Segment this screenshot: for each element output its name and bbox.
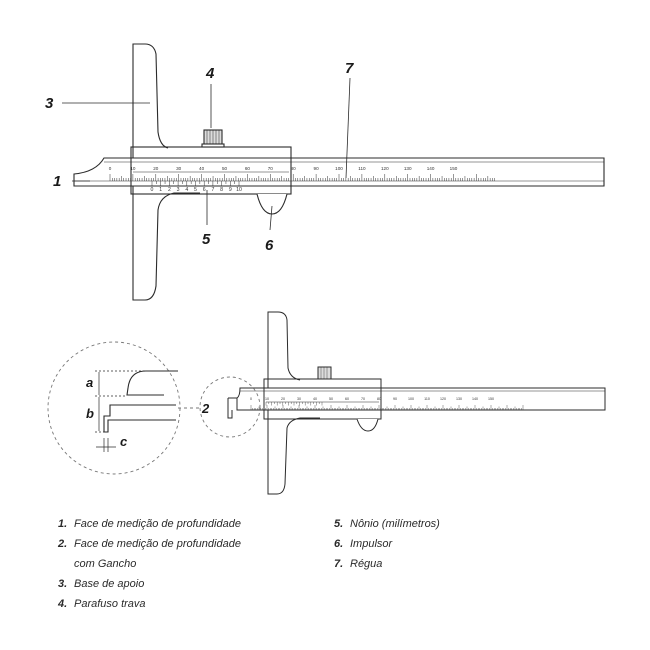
vernier-label: 7: [211, 187, 214, 193]
legend-item-5: 5.Nônio (milímetros): [334, 518, 440, 530]
detail-magnification: a b c: [47, 341, 181, 475]
legend-left: 1.Face de medição de profundidade 2.Face…: [58, 514, 241, 614]
scale-label: 40: [199, 166, 205, 171]
scale-label: 130: [404, 166, 412, 171]
scale-label: 20: [281, 397, 285, 401]
main-scale-labels-small: 0 10 20 30 40 50 60 70 80 90 100 110 120 130 140 150: [250, 397, 494, 401]
vernier-label: 6: [203, 187, 206, 193]
legend-item-2-cont: com Gancho: [74, 558, 137, 570]
callout-1: 1: [53, 173, 61, 190]
callout-4: 4: [205, 65, 215, 82]
callout-2: 2: [201, 401, 210, 416]
legend-right: 5.Nônio (milímetros) 6.Impulsor 7.Régua: [334, 514, 440, 574]
scale-label: 50: [222, 166, 228, 171]
vernier-label: 0: [151, 187, 154, 193]
scale-label: 0: [109, 166, 112, 171]
scale-label: 110: [358, 166, 366, 171]
scale-label: 60: [345, 397, 349, 401]
scale-label: 80: [291, 166, 297, 171]
scale-label: 110: [424, 397, 430, 401]
scale-label: 100: [335, 166, 343, 171]
vernier-label: 2: [168, 187, 171, 193]
legend-item-3: 3.Base de apoio: [58, 578, 145, 590]
scale-label: 20: [153, 166, 159, 171]
support-base-large: [132, 43, 200, 301]
scale-label: 70: [361, 397, 365, 401]
scale-label: 150: [488, 397, 494, 401]
scale-label: 90: [393, 397, 397, 401]
vernier-label: 3: [177, 187, 180, 193]
scale-label: 10: [265, 397, 269, 401]
scale-label: 100: [408, 397, 414, 401]
legend-item-2: 2.Face de medição de profundidade: [58, 538, 241, 550]
main-scale-ticks-large: [109, 174, 495, 181]
legend-item-6: 6.Impulsor: [334, 538, 393, 550]
hook-tip-small: [227, 397, 237, 419]
callout-3: 3: [45, 95, 54, 112]
thumb-push-small: [356, 418, 379, 432]
scale-label: 0: [250, 397, 252, 401]
large-depth-gauge: [73, 43, 605, 301]
main-scale-labels-large: 0 10 20 30 40 50 60 70 80 90 100 110 120 130 140 150: [109, 166, 458, 171]
legend-item-1: 1.Face de medição de profundidade: [58, 518, 241, 530]
thumb-push-large: [256, 193, 288, 215]
scale-label: 140: [472, 397, 478, 401]
callouts-upper: [62, 77, 351, 231]
vernier-label: 9: [229, 187, 232, 193]
scale-label: 40: [313, 397, 317, 401]
scale-label: 90: [314, 166, 320, 171]
lock-screw-large: [201, 129, 225, 148]
scale-label: 30: [176, 166, 182, 171]
dim-a-label: a: [86, 375, 93, 390]
scale-label: 120: [440, 397, 446, 401]
vernier-label: 5: [194, 187, 197, 193]
scale-label: 60: [245, 166, 251, 171]
scale-label: 120: [381, 166, 389, 171]
vernier-scale-large: [151, 181, 240, 186]
legend-item-7: 7.Régua: [334, 558, 383, 570]
scale-label: 70: [268, 166, 274, 171]
callout-5: 5: [202, 231, 211, 248]
vernier-scale-small: [265, 402, 323, 406]
lock-screw-small: [317, 366, 332, 380]
scale-label: 30: [297, 397, 301, 401]
scale-label: 150: [450, 166, 458, 171]
vernier-label: 8: [220, 187, 223, 193]
vernier-label: 1: [159, 187, 162, 193]
dim-b-label: b: [86, 406, 94, 421]
scale-label: 130: [456, 397, 462, 401]
main-scale-ticks-small: [250, 405, 524, 410]
scale-label: 140: [427, 166, 435, 171]
dim-c-label: c: [120, 434, 128, 449]
vernier-label: 10: [236, 187, 242, 193]
small-depth-gauge: [227, 311, 606, 495]
tip-highlight-circle: [199, 376, 261, 438]
scale-label: 80: [377, 397, 381, 401]
callout-7: 7: [345, 60, 354, 77]
legend-item-4: 4.Parafuso trava: [58, 598, 146, 610]
scale-label: 50: [329, 397, 333, 401]
ruler-large: [73, 157, 605, 187]
scale-label: 10: [130, 166, 136, 171]
ruler-small: [236, 387, 606, 411]
vernier-label: 4: [185, 187, 188, 193]
callout-6: 6: [265, 237, 274, 254]
